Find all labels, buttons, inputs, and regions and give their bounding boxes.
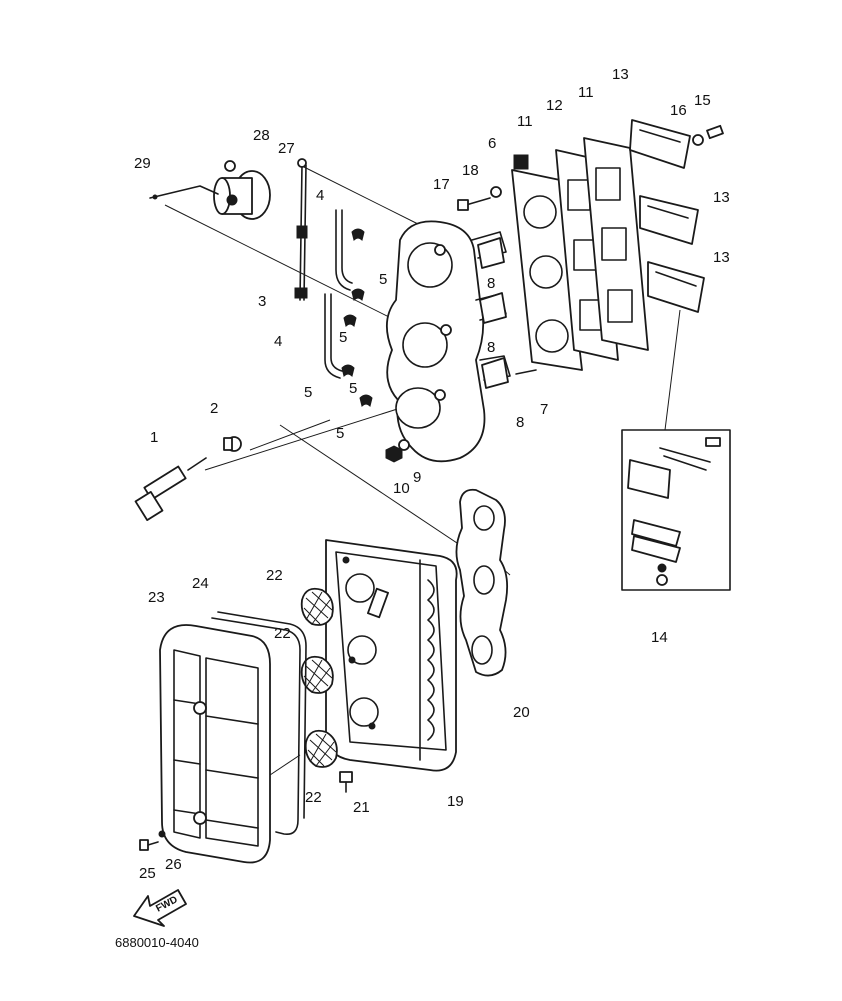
fwd-arrow-icon: FWD	[133, 889, 187, 927]
callout-18: 18	[462, 162, 479, 179]
callout-25: 25	[139, 865, 156, 882]
callout-11a: 11	[517, 113, 533, 130]
part-carburetor-body	[386, 220, 511, 463]
callout-14: 14	[651, 629, 668, 646]
part-grommet	[223, 436, 242, 452]
part-silencer-cover	[159, 624, 271, 864]
callout-5e: 5	[349, 380, 357, 397]
callout-22b: 22	[274, 625, 291, 642]
callout-labels: 1 2 3 4 4 5 5 5 5 5 6 7 8 8 8 9 10 11 11…	[134, 66, 730, 882]
callout-8a: 8	[487, 275, 495, 292]
part-reed-valves	[629, 119, 705, 313]
part-small-gaskets	[477, 237, 537, 389]
callout-15: 15	[694, 92, 711, 109]
callout-19: 19	[447, 793, 464, 810]
callout-4b: 4	[274, 333, 282, 350]
callout-12: 12	[546, 97, 563, 114]
part-manifold-gasket	[455, 488, 509, 677]
callout-17: 17	[433, 176, 450, 193]
callout-16: 16	[670, 102, 687, 119]
callout-13c: 13	[713, 249, 730, 266]
callout-2: 2	[210, 400, 218, 417]
callout-23: 23	[148, 589, 165, 606]
callout-20: 20	[513, 704, 530, 721]
part-nut-washer	[385, 439, 410, 463]
callout-7: 7	[540, 401, 548, 418]
callout-5a: 5	[379, 271, 387, 288]
callout-13b: 13	[713, 189, 730, 206]
callout-3: 3	[258, 293, 266, 310]
part-screws	[457, 124, 724, 211]
part-sensor	[134, 457, 207, 521]
part-screw-25	[139, 830, 166, 851]
part-cover-gasket	[211, 611, 307, 836]
callout-9: 9	[413, 469, 421, 486]
callout-29: 29	[134, 155, 151, 172]
callout-21: 21	[353, 799, 370, 816]
callout-8c: 8	[516, 414, 524, 431]
callout-6: 6	[488, 135, 496, 152]
callout-11b: 11	[578, 84, 594, 101]
part-link-rod	[294, 158, 308, 301]
part-reed-valve-detail	[621, 429, 731, 591]
part-bolt-21	[339, 771, 353, 793]
callout-5b: 5	[339, 329, 347, 346]
callout-24: 24	[192, 575, 209, 592]
callout-5d: 5	[336, 425, 344, 442]
callout-22c: 22	[305, 789, 322, 806]
part-gasket-plates	[555, 137, 649, 361]
callout-27: 27	[278, 140, 295, 157]
part-silencer-case	[325, 539, 458, 772]
callout-1: 1	[150, 429, 158, 446]
part-solenoid	[149, 160, 271, 220]
part-flame-arrestors	[300, 587, 338, 768]
callout-5c: 5	[304, 384, 312, 401]
part-code: 6880010-4040	[115, 935, 199, 950]
callout-8b: 8	[487, 339, 495, 356]
callout-26: 26	[165, 856, 182, 873]
part-clips	[341, 228, 373, 407]
callout-13a: 13	[612, 66, 629, 83]
callout-10: 10	[393, 480, 410, 497]
callout-22a: 22	[266, 567, 283, 584]
callout-28: 28	[253, 127, 270, 144]
callout-4a: 4	[316, 187, 324, 204]
part-hoses	[324, 209, 353, 379]
